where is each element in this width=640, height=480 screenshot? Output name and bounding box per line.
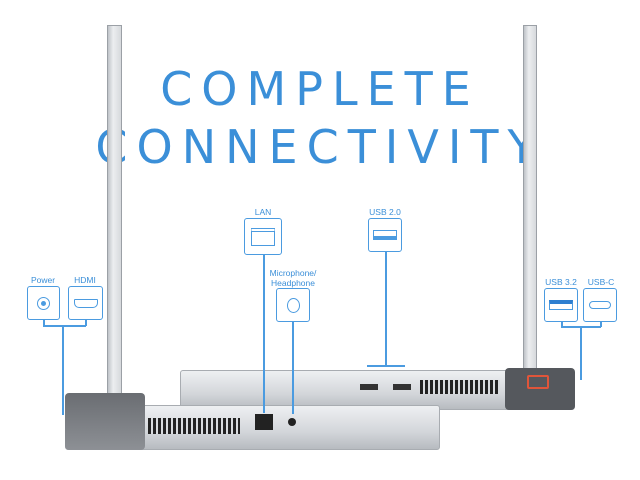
lan-port-icon (244, 218, 282, 255)
power-port-icon (27, 286, 60, 320)
usb20-label: USB 2.0 (369, 207, 401, 217)
mic-label-line-1: Microphone/ (269, 268, 317, 278)
right-vents (420, 380, 500, 394)
usbc-port-icon (583, 288, 617, 322)
usbc-label: USB-C (587, 277, 615, 287)
left-laptop-hinge (65, 393, 145, 450)
usb20-port-b (393, 384, 411, 390)
hdmi-port-icon (68, 286, 103, 320)
power-label: Power (30, 275, 56, 285)
lan-port (255, 414, 273, 430)
mic-label: Microphone/ Headphone (258, 268, 328, 288)
left-vents (148, 418, 240, 434)
lan-label: LAN (254, 207, 272, 217)
usb20-port-a (360, 384, 378, 390)
usb32-label: USB 3.2 (545, 277, 577, 287)
logo-icon (527, 375, 549, 389)
headline-line-2: CONNECTIVITY (95, 120, 545, 174)
headline-line-1: COMPLETE (160, 62, 480, 116)
audio-jack (288, 418, 296, 426)
hdmi-label: HDMI (74, 275, 96, 285)
left-laptop-screen (107, 25, 122, 397)
right-laptop-screen (523, 25, 537, 370)
usb20-port-icon (368, 218, 402, 252)
usb32-port-icon (544, 288, 578, 322)
mic-label-line-2: Headphone (271, 278, 315, 288)
headphone-port-icon (276, 288, 310, 322)
